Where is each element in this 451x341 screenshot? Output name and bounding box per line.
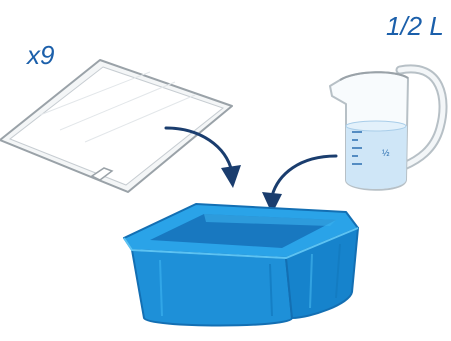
jug-mark: ½	[382, 148, 390, 158]
curved-arrow-icon	[164, 126, 241, 188]
volume-label: 1/2 L	[386, 11, 444, 41]
curved-arrow-icon	[262, 154, 338, 214]
storage-container-icon	[123, 203, 359, 327]
quantity-label: x9	[27, 40, 55, 70]
measuring-jug-icon: ½	[329, 64, 448, 191]
wipe-sheet-icon	[0, 59, 233, 193]
